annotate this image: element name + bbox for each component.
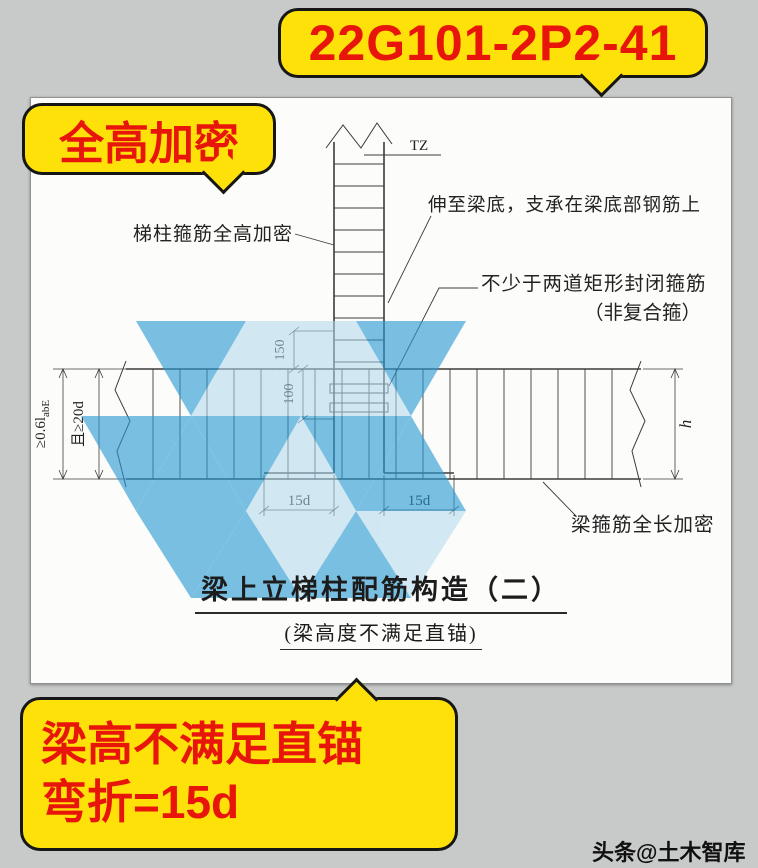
reach-beam-bottom-label: 伸至梁底，支承在梁底部钢筋上 <box>428 195 701 216</box>
column-bars <box>333 142 385 473</box>
closed-hoop-2 <box>329 402 389 413</box>
dimension-lines <box>53 326 683 516</box>
drawing-subtitle: (梁高度不满足直锚) <box>31 617 731 650</box>
dim-150-label: 150 <box>273 340 288 361</box>
callout-bottom-bubble: 梁高不满足直锚 弯折=15d <box>20 677 458 851</box>
callout-bottom-line1: 梁高不满足直锚 <box>41 718 363 771</box>
beam-break-left <box>114 360 131 488</box>
dim-h-label: h <box>676 420 695 429</box>
closed-hoop-1 <box>329 383 389 394</box>
dim-15d-right-label: 15d <box>408 493 431 509</box>
callout-code-bubble: 22G101-2P2-41 <box>278 8 708 98</box>
dim-anchor-label: ≥0.6labE <box>33 400 52 449</box>
dim-15d-left-label: 15d <box>288 493 311 509</box>
drawing-subtitle-text: (梁高度不满足直锚) <box>280 617 482 650</box>
column-break-top <box>325 122 393 149</box>
closed-hoops-label: 不少于两道矩形封闭箍筋 <box>481 273 707 295</box>
callout-bottom-tail <box>334 677 379 722</box>
closed-hoops-note-label: （非复合箍） <box>584 302 701 324</box>
dim-anchor-main: ≥0.6l <box>33 417 49 448</box>
callout-code-text: 22G101-2P2-41 <box>308 15 678 71</box>
dim-anchor-sub: abE <box>40 400 52 417</box>
dim-anchor-alt-label: 且≥20d <box>71 401 87 447</box>
callout-full-height-text: 全高加密 <box>58 117 239 169</box>
drawing-title-text: 梁上立梯柱配筋构造（二） <box>195 568 567 614</box>
column-stirrups <box>334 163 384 363</box>
drawing-panel: TZ 伸至梁底，支承在梁底部钢筋上 梯柱箍筋全高加密 不少于两道矩形封闭箍筋 （… <box>30 97 732 684</box>
diagram-annotations: TZ 伸至梁底，支承在梁底部钢筋上 梯柱箍筋全高加密 不少于两道矩形封闭箍筋 （… <box>33 138 715 536</box>
callout-bottom-line2: 弯折=15d <box>41 776 240 828</box>
watermark-credit: 头条@土木智库 <box>592 840 746 865</box>
column-tag-label: TZ <box>410 138 428 154</box>
beam-stirrup-full-length-label: 梁箍筋全长加密 <box>571 514 715 536</box>
callout-full-height-bubble: 全高加密 <box>22 103 276 195</box>
beam-break-right <box>629 360 646 488</box>
beam-stirrups <box>152 369 613 479</box>
dim-100-label: 100 <box>282 384 297 405</box>
drawing-title: 梁上立梯柱配筋构造（二） <box>31 568 731 614</box>
column-stirrup-full-height-label: 梯柱箍筋全高加密 <box>133 223 293 245</box>
